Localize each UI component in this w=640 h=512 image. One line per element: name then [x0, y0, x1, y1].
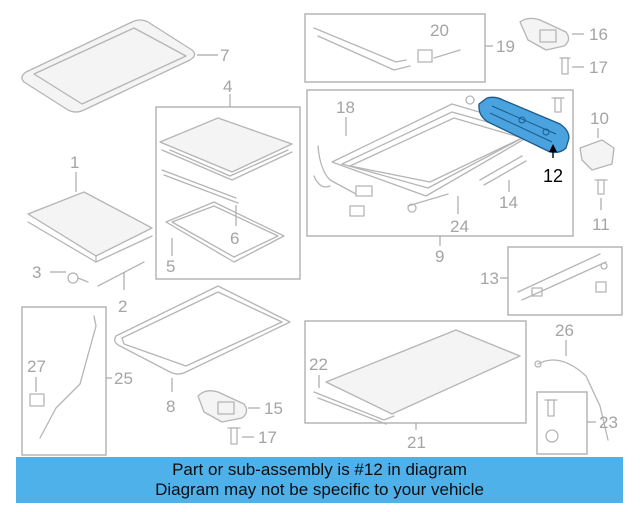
part-21-sunshade: [313, 329, 521, 425]
box-19: [304, 13, 486, 83]
part-27-drain-hose: [29, 315, 97, 439]
part-17-screw-bottom: [227, 427, 241, 445]
callout-20: 20: [430, 21, 449, 40]
callout-16: 16: [589, 25, 608, 44]
callout-7: 7: [220, 46, 229, 65]
callout-4: 4: [223, 77, 232, 96]
callout-18: 18: [336, 98, 355, 117]
callout-26: 26: [555, 321, 574, 340]
part-1-glass-assembly: [27, 191, 153, 263]
part-2-trim: [97, 261, 145, 287]
banner-line-part: Part or sub-assembly is #12 in diagram: [172, 460, 467, 479]
banner-line-disclaimer: Diagram may not be specific to your vehi…: [155, 480, 484, 499]
leader-12-arrow: [549, 144, 557, 152]
part-3-bolt: [67, 272, 89, 284]
box-25: [21, 306, 107, 456]
callout-17a: 17: [589, 58, 608, 77]
part-12-bracket-highlighted: [478, 96, 570, 154]
callout-11: 11: [592, 215, 610, 234]
part-26-drain-hose: [534, 359, 609, 441]
part-23-screws: [544, 399, 559, 443]
callout-12: 12: [543, 166, 563, 186]
info-banner: Part or sub-assembly is #12 in diagram D…: [16, 457, 623, 503]
callout-5: 5: [166, 257, 175, 276]
part-13-linkage: [517, 253, 608, 301]
part-12-screw: [551, 97, 565, 113]
callout-13: 13: [480, 269, 499, 288]
callout-8: 8: [166, 397, 175, 416]
callout-23: 23: [599, 413, 618, 432]
part-6-seal: [161, 169, 239, 204]
callout-10: 10: [590, 109, 609, 128]
part-15-motor: [197, 390, 248, 423]
part-14-guide: [479, 155, 527, 186]
part-20-clip: [417, 49, 461, 63]
callout-19: 19: [496, 37, 515, 56]
callout-22: 22: [309, 355, 328, 374]
callout-3: 3: [32, 263, 41, 282]
part-5-frame: [165, 201, 285, 263]
box-23: [536, 391, 588, 455]
part-11-clip: [594, 179, 608, 195]
part-10-bracket: [579, 139, 615, 171]
part-7-glass-panel: [21, 19, 196, 113]
callout-9: 9: [435, 247, 444, 266]
callout-2: 2: [118, 297, 127, 316]
box-13: [507, 246, 623, 316]
callout-1: 1: [70, 153, 79, 172]
callout-17b: 17: [258, 428, 277, 447]
callout-25: 25: [114, 369, 133, 388]
callout-6: 6: [230, 229, 239, 248]
callout-24: 24: [450, 217, 469, 236]
part-24-cable: [407, 193, 449, 213]
box-4: [155, 106, 301, 280]
callout-21: 21: [407, 433, 426, 452]
part-16-motor: [519, 17, 570, 51]
part-17-screw-top: [559, 57, 571, 75]
part-19-rail: [313, 27, 411, 71]
part-4-glass-panel: [159, 117, 293, 181]
callout-14: 14: [499, 193, 518, 212]
callout-27: 27: [27, 357, 46, 376]
part-8-weatherstrip: [114, 285, 291, 375]
callout-15: 15: [264, 399, 283, 418]
